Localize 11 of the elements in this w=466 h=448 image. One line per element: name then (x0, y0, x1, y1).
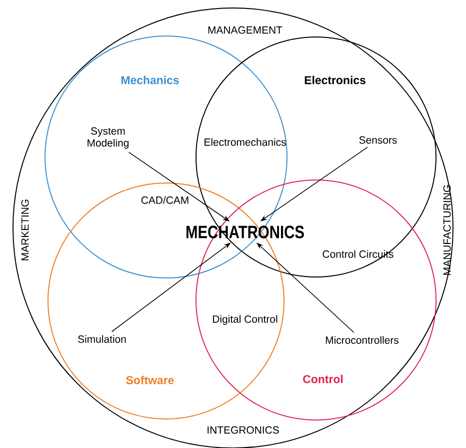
area-label: INTEGRONICS (208, 426, 279, 434)
topic-label: Microcontrollers (326, 336, 399, 344)
area-label: Electromechanics (204, 138, 286, 146)
topic-label: Simulation (78, 335, 126, 343)
area-label: MANAGEMENT (208, 26, 282, 34)
area-label: MANUFACTURING (443, 185, 451, 275)
area-label: MARKETING (21, 200, 29, 260)
area-label: CAD/CAM (141, 196, 188, 204)
area-label: Digital Control (213, 315, 278, 325)
topic-label: System Modeling (88, 127, 129, 149)
topic-label: Sensors (359, 136, 397, 144)
